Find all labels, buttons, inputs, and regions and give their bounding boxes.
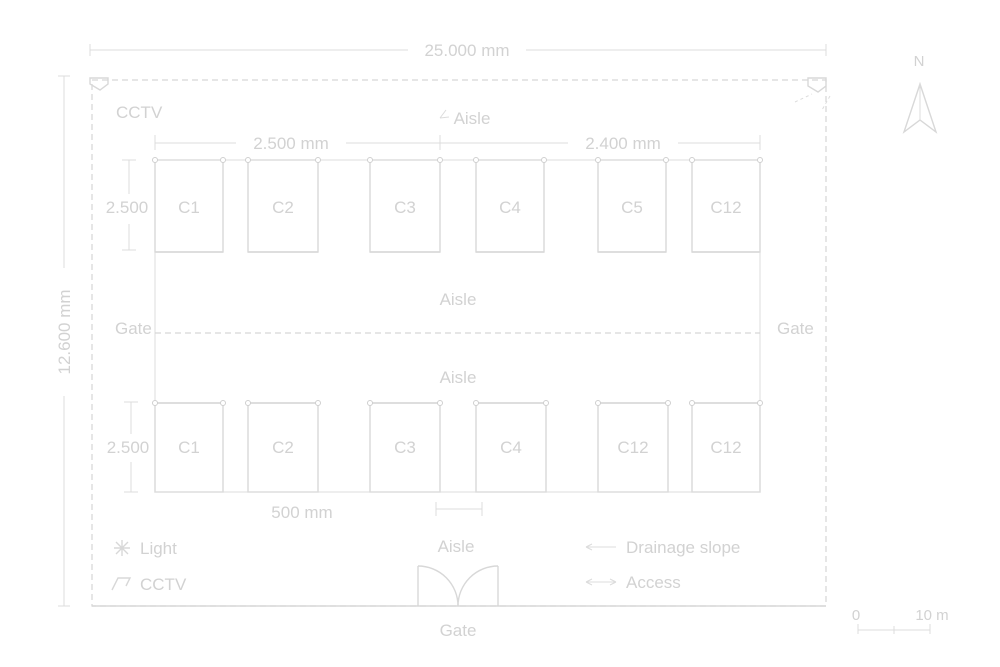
site-boundary [91, 79, 827, 607]
cctv-corner-icon [794, 77, 831, 111]
pen-c4-bottom: C4 [475, 402, 547, 493]
top-pen-depth-label: 2.500 [106, 198, 149, 217]
cctv-top-label: CCTV [116, 103, 163, 122]
pen-c4-top: C4 [475, 159, 545, 253]
legend-cctv-label: CCTV [140, 575, 187, 594]
pen-c1-top: C1 [154, 159, 224, 253]
pen-label: C12 [710, 198, 741, 217]
gap-width-label: 500 mm [271, 503, 332, 522]
scale-end-label: 10 m [915, 607, 948, 624]
north-label: N [914, 53, 925, 70]
pen-c1-bottom: C1 [154, 402, 224, 493]
pen-label: C12 [617, 438, 648, 457]
pen-label: C3 [394, 198, 416, 217]
light-icon [114, 540, 130, 556]
pen-c3-top: C3 [369, 159, 441, 253]
scale-start-label: 0 [852, 607, 860, 624]
pen-label: C4 [499, 198, 521, 217]
overall-width-dimension: 25.000 mm [89, 41, 827, 60]
pen-c2-bottom: C2 [247, 402, 319, 493]
legend-access-label: Access [626, 573, 681, 592]
pen-label: C12 [710, 438, 741, 457]
pen-label: C1 [178, 438, 200, 457]
gate-left-label: Gate [115, 319, 152, 338]
pen-label: C4 [500, 438, 522, 457]
legend: Light CCTV Drainage slope Access [111, 538, 740, 594]
pen-posts [152, 157, 763, 406]
pen-label: C3 [394, 438, 416, 457]
gap-dimension-marker [435, 502, 483, 516]
overall-width-label: 25.000 mm [424, 41, 509, 60]
overall-height-dimension: 12.600 mm [55, 75, 74, 607]
top-span-dimensions: 2.500 mm 2.400 mm [154, 134, 761, 153]
aisle-center-lower-label: Aisle [440, 368, 477, 387]
top-pen-depth-dimension: 2.500 [106, 159, 149, 251]
pen-c12-top: C12 [691, 159, 761, 253]
cctv-legend-icon [111, 577, 132, 591]
north-arrow-icon [902, 81, 938, 134]
pen-c12-bottom-b: C12 [691, 402, 761, 493]
pen-c2-top: C2 [247, 159, 319, 253]
scale-bar: 0 10 m [852, 607, 949, 634]
bottom-pen-depth-dimension: 2.500 [107, 401, 150, 493]
pen-label: C2 [272, 438, 294, 457]
legend-drainage-label: Drainage slope [626, 538, 740, 557]
legend-light-label: Light [140, 539, 177, 558]
overall-height-label: 12.600 mm [55, 289, 74, 374]
bottom-pen-depth-label: 2.500 [107, 438, 150, 457]
aisle-bottom-label: Aisle [438, 537, 475, 556]
pen-c12-bottom-a: C12 [597, 402, 669, 493]
pen-c3-bottom: C3 [369, 402, 441, 493]
aisle-center-upper-label: Aisle [440, 290, 477, 309]
top-left-span-label: 2.500 mm [253, 134, 329, 153]
drainage-slope-icon [585, 543, 616, 551]
top-right-span-label: 2.400 mm [585, 134, 661, 153]
pen-label: C5 [621, 198, 643, 217]
gate-bottom-label: Gate [440, 621, 477, 640]
pen-c5-top: C5 [597, 159, 667, 253]
aisle-top-label: Aisle [454, 109, 491, 128]
pen-label: C2 [272, 198, 294, 217]
gate-right-label: Gate [777, 319, 814, 338]
bottom-gate-icon [417, 565, 499, 607]
cctv-icon [89, 77, 109, 91]
pen-label: C1 [178, 198, 200, 217]
access-icon [585, 578, 617, 586]
